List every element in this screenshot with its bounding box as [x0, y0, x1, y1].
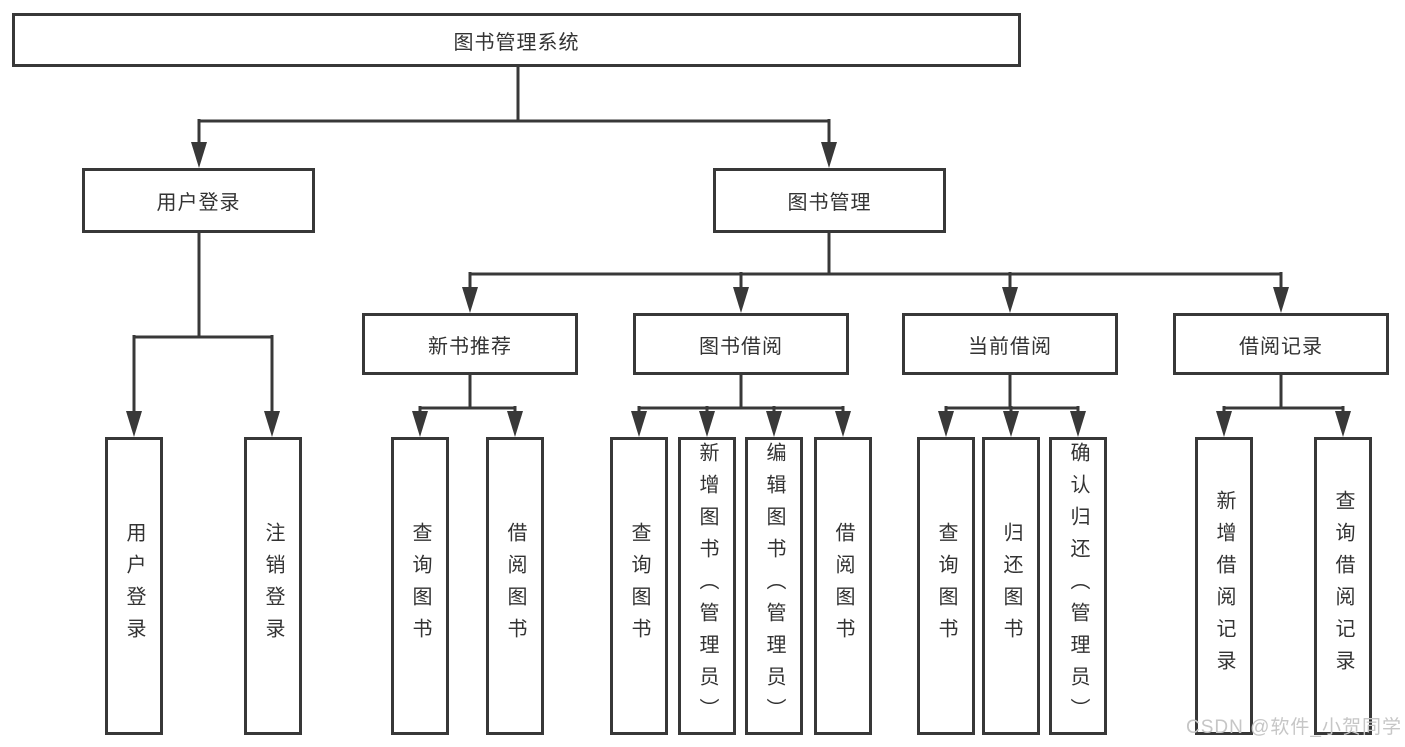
node-leaf-label: 查询图书 [935, 522, 957, 650]
node-leaf-return-book: 归还图书 [982, 437, 1040, 735]
node-book-management: 图书管理 [713, 168, 946, 233]
node-leaf-user-login: 用户登录 [105, 437, 163, 735]
node-leaf-query-book-3: 查询图书 [917, 437, 975, 735]
node-borrow-record-label: 借阅记录 [1239, 335, 1323, 358]
arrowhead-icon [264, 411, 280, 437]
node-leaf-edit-book-admin: 编辑图书（管理员） [745, 437, 803, 735]
arrowhead-icon [412, 411, 428, 437]
node-leaf-label: 用户登录 [123, 522, 145, 650]
arrowhead-icon [733, 287, 749, 313]
connector-new-book-rec-to-leaves [418, 375, 517, 415]
node-user-login-label: 用户登录 [156, 192, 241, 214]
arrowhead-icon [1216, 411, 1232, 437]
node-leaf-label: 注销登录 [262, 522, 284, 650]
arrowhead-icon [1273, 287, 1289, 313]
node-borrow-record: 借阅记录 [1173, 313, 1389, 375]
arrowhead-icon [1002, 287, 1018, 313]
node-leaf-label: 确认归还（管理员） [1067, 442, 1089, 730]
connector-user-login-to-leaves [132, 233, 274, 415]
node-leaf-label: 借阅图书 [504, 522, 526, 650]
node-leaf-label: 归还图书 [1000, 522, 1022, 650]
arrowhead-icon [766, 411, 782, 437]
node-leaf-query-book-2: 查询图书 [610, 437, 668, 735]
connector-root-to-level2 [197, 66, 831, 146]
node-leaf-confirm-return-admin: 确认归还（管理员） [1049, 437, 1107, 735]
node-leaf-query-book-1: 查询图书 [391, 437, 449, 735]
node-leaf-label: 新增借阅记录 [1213, 490, 1235, 682]
node-root-label: 图书管理系统 [453, 31, 580, 54]
connector-book-borrow-to-leaves [637, 375, 845, 415]
node-leaf-query-borrow-record: 查询借阅记录 [1314, 437, 1372, 735]
node-leaf-label: 新增图书（管理员） [696, 442, 718, 730]
connector-current-borrow-to-leaves [944, 375, 1080, 415]
node-leaf-borrow-book-2: 借阅图书 [814, 437, 872, 735]
node-root: 图书管理系统 [12, 13, 1021, 67]
node-new-book-recommend-label: 新书推荐 [428, 335, 512, 358]
csdn-watermark: CSDN @软件_小贺同学 [1186, 717, 1402, 738]
node-current-borrow: 当前借阅 [902, 313, 1118, 375]
node-book-borrow-label: 图书借阅 [699, 335, 783, 358]
arrowhead-icon [126, 411, 142, 437]
node-leaf-label: 编辑图书（管理员） [763, 442, 785, 730]
arrowhead-icon [191, 142, 207, 168]
node-leaf-borrow-book-1: 借阅图书 [486, 437, 544, 735]
arrowhead-icon [1335, 411, 1351, 437]
arrowhead-icon [835, 411, 851, 437]
node-user-login: 用户登录 [82, 168, 315, 233]
arrowhead-icon [462, 287, 478, 313]
arrowhead-icon [1070, 411, 1086, 437]
node-book-management-label: 图书管理 [787, 192, 872, 214]
arrowhead-icon [938, 411, 954, 437]
node-leaf-label: 查询图书 [409, 522, 431, 650]
node-leaf-logout: 注销登录 [244, 437, 302, 735]
arrowhead-icon [699, 411, 715, 437]
node-leaf-label: 查询图书 [628, 522, 650, 650]
node-leaf-label: 借阅图书 [832, 522, 854, 650]
node-book-borrow: 图书借阅 [633, 313, 849, 375]
arrowhead-icon [821, 142, 837, 168]
node-leaf-add-borrow-record: 新增借阅记录 [1195, 437, 1253, 735]
arrowhead-icon [1003, 411, 1019, 437]
connector-book-mgmt-to-level3 [468, 233, 1283, 291]
node-new-book-recommend: 新书推荐 [362, 313, 578, 375]
node-current-borrow-label: 当前借阅 [968, 335, 1052, 358]
node-leaf-add-book-admin: 新增图书（管理员） [678, 437, 736, 735]
connector-borrow-record-to-leaves [1222, 375, 1345, 415]
arrowhead-icon [507, 411, 523, 437]
arrowhead-icon [631, 411, 647, 437]
node-leaf-label: 查询借阅记录 [1332, 490, 1354, 682]
